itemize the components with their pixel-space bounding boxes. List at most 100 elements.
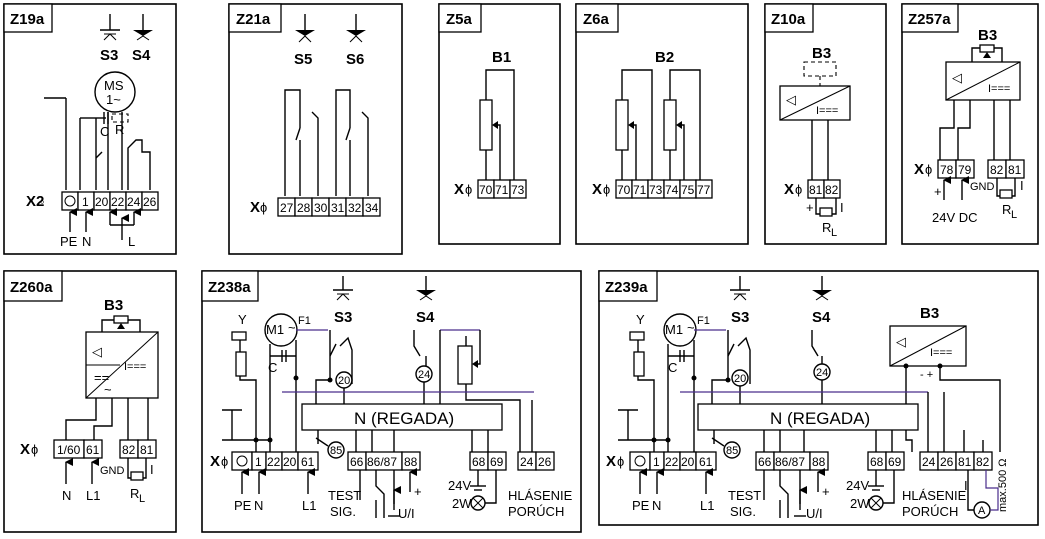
- load-resistor-icon: [999, 189, 1013, 199]
- load-subscript: L: [139, 493, 145, 505]
- load-label: R: [130, 486, 139, 501]
- terminal-strip-label: X: [20, 441, 30, 458]
- motor-label: M1: [266, 322, 284, 337]
- gnd-label: GND: [970, 181, 995, 193]
- terminal-strip-label: X: [606, 453, 616, 470]
- ac-symbol-icon: ==: [94, 370, 109, 385]
- terminal: 81: [958, 455, 972, 469]
- circle-terminal-24: 24: [418, 369, 430, 381]
- fuse-label: F1: [298, 315, 311, 327]
- switch-label-s4: S4: [416, 309, 435, 326]
- switch-label-s3: S3: [731, 309, 749, 326]
- supply-label: N: [652, 498, 661, 513]
- terminal: 82: [825, 183, 839, 197]
- panel-z10a: Z10a B3 ◁ I=== X ɸ 81 82 + I R L: [764, 3, 887, 245]
- strip-marker-icon: ɸ: [31, 442, 38, 457]
- lamp-voltage: 24V: [448, 478, 471, 493]
- terminal: 81: [1008, 163, 1022, 177]
- terminal: 28: [297, 201, 311, 215]
- fuse-label: F1: [697, 315, 710, 327]
- strip-marker-icon: ɸ: [603, 182, 610, 197]
- regada-controller: [697, 403, 919, 431]
- panel-z239a: Z239a S3 S4 Y M1 ~ F1 C: [598, 270, 1039, 526]
- terminal: 24: [127, 195, 141, 209]
- brake-coil-icon: [633, 351, 645, 377]
- panel-z19a: Z19a S3 S4 MS 1~ C R: [3, 3, 177, 255]
- terminal: 26: [940, 455, 954, 469]
- strip-marker-icon: ɸ: [260, 200, 267, 215]
- limit-switch-s6-icon: [346, 14, 366, 43]
- panel-title: Z257a: [908, 11, 951, 28]
- regada-controller: [301, 403, 503, 431]
- converter-symbol: I===: [988, 83, 1010, 95]
- device-label: B2: [655, 49, 674, 66]
- terminal: 81: [809, 183, 823, 197]
- terminal-strip-label: X: [454, 181, 464, 198]
- terminal: 22: [267, 455, 281, 469]
- terminal: 71: [495, 183, 509, 197]
- test-label: TEST: [728, 488, 761, 503]
- terminal: 31: [331, 201, 345, 215]
- converter-symbol-icon: ◁: [786, 92, 796, 107]
- switch-label-s5: S5: [294, 51, 312, 68]
- brake-icon: [629, 331, 645, 341]
- terminal-strip-label: X: [914, 161, 924, 178]
- limit-switch-s4-icon: [133, 14, 153, 41]
- device-label: B3: [920, 305, 939, 322]
- brake-label: Y: [636, 312, 645, 327]
- panel-z5a: Z5a B1 X ɸ 70 71 73: [438, 3, 561, 245]
- current-label: I: [964, 478, 968, 493]
- terminal: 82: [990, 163, 1004, 177]
- converter-symbol-icon: ◁: [896, 334, 906, 349]
- supply-label: L: [128, 234, 135, 249]
- converter-symbol: I===: [816, 105, 838, 117]
- terminal: 68: [472, 455, 486, 469]
- circle-terminal-20: 20: [338, 375, 350, 387]
- terminal: 86/87: [367, 455, 397, 469]
- terminal-strip-label: X: [784, 181, 794, 198]
- supply-label: PE: [234, 498, 252, 513]
- circle-terminal-24: 24: [816, 367, 828, 379]
- load-subscript: L: [831, 227, 837, 239]
- supply-label: L1: [86, 488, 100, 503]
- limit-switch-s3-icon: [730, 276, 750, 301]
- fault-label: HLÁSENIE: [508, 488, 573, 503]
- brake-coil-icon: [235, 351, 247, 377]
- device-label: B3: [812, 45, 831, 62]
- panel-z260a: Z260a B3 ◁ I=== == ~ X ɸ 1/60 61 82 81 N…: [3, 270, 177, 533]
- limit-switch-s4-icon: [416, 276, 436, 301]
- terminal: 69: [490, 455, 504, 469]
- terminal-strip-label: X2: [26, 193, 44, 210]
- supply-label: N: [62, 488, 71, 503]
- test-label: SIG.: [330, 504, 356, 519]
- terminal: 70: [617, 183, 631, 197]
- current-label: I: [1020, 178, 1024, 193]
- potentiometer-icon: [479, 99, 493, 151]
- terminal: 30: [314, 201, 328, 215]
- terminal: 70: [479, 183, 493, 197]
- panel-z21a: Z21a S5 S6 X ɸ 27 28: [228, 3, 403, 255]
- supply-voltage-label: 24V DC: [932, 210, 978, 225]
- terminal: 22: [111, 195, 125, 209]
- motor-icon: [94, 71, 136, 113]
- output-label: U/I: [398, 506, 415, 521]
- terminal: 66: [350, 455, 364, 469]
- lamp-power: 2W: [850, 496, 870, 511]
- terminal: 66: [758, 455, 772, 469]
- fault-label: PORÚCH: [902, 504, 958, 519]
- strip-marker-icon: ɸ: [925, 162, 932, 177]
- limit-switch-s3-icon: [333, 276, 353, 301]
- strip-marker-icon: ɸ: [221, 454, 228, 469]
- current-label: I: [150, 462, 154, 477]
- potentiometer-icon: [615, 99, 629, 151]
- supply-label: N: [254, 498, 263, 513]
- panel-title: Z239a: [605, 279, 648, 296]
- terminal: 1/60: [57, 443, 81, 457]
- terminal-strip: 1 22 20 61 66 86/87 88 68 69 24 26 81 82: [629, 451, 993, 471]
- potentiometer-icon: [113, 315, 129, 324]
- panel-title: Z260a: [10, 279, 53, 296]
- terminal-strip-label: X: [250, 199, 260, 216]
- polarity-label: - +: [920, 369, 933, 381]
- supply-label: PE: [60, 234, 78, 249]
